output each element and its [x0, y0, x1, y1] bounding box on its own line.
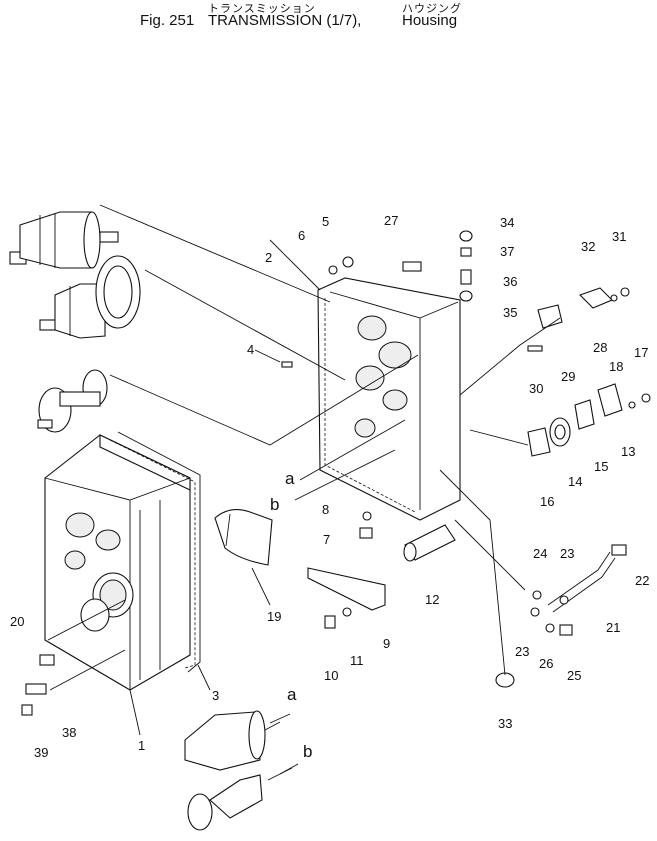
callout-22: 22 [635, 573, 649, 588]
callout-8: 8 [322, 502, 329, 517]
callout-38: 38 [62, 725, 76, 740]
callout-23-lower: 23 [515, 644, 529, 659]
callout-36: 36 [503, 274, 517, 289]
fasteners [21, 230, 651, 716]
shaft-assembly-top [9, 211, 119, 269]
callout-6: 6 [298, 228, 305, 243]
bracket [307, 567, 386, 611]
figure-title: TRANSMISSION (1/7), [208, 12, 362, 29]
callout-31: 31 [612, 229, 626, 244]
callout-23-upper: 23 [560, 546, 574, 561]
subtitle-japanese: ハウジング [402, 2, 462, 15]
cover-plate [578, 287, 613, 309]
callout-32: 32 [581, 239, 595, 254]
callout-11: 11 [350, 653, 364, 668]
shaft-a [184, 710, 281, 771]
reference-letters: a b a b [270, 469, 312, 761]
callout-29: 29 [561, 369, 575, 384]
pipe [547, 551, 616, 613]
square-cover [537, 304, 563, 329]
callout-17: 17 [634, 345, 648, 360]
figure-header: トランスミッション ハウジング Fig. 251 TRANSMISSION (1… [0, 0, 657, 40]
ref-letter-a-shaft: a [287, 685, 297, 704]
transmission-case [44, 434, 191, 691]
ref-letter-b-shaft: b [303, 742, 312, 761]
flange-cover [597, 383, 623, 417]
gear-shaft-third [37, 369, 108, 433]
callout-25: 25 [567, 668, 581, 683]
callout-39: 39 [34, 745, 48, 760]
gasket-square [527, 427, 551, 457]
leader-lines [47, 204, 561, 775]
callout-13: 13 [621, 444, 635, 459]
transmission-housing [317, 277, 461, 521]
callout-7: 7 [323, 532, 330, 547]
ref-letter-a-housing: a [285, 469, 295, 488]
figure-number: Fig. 251 [140, 12, 195, 29]
callout-15: 15 [594, 459, 608, 474]
figure-subtitle: Housing [402, 12, 458, 29]
case-gasket [109, 431, 201, 673]
callout-27: 27 [384, 213, 398, 228]
callout-24: 24 [533, 546, 547, 561]
callout-21: 21 [606, 620, 620, 635]
callout-35: 35 [503, 305, 517, 320]
callout-9: 9 [383, 636, 390, 651]
callout-4: 4 [247, 342, 254, 357]
callout-18: 18 [609, 359, 623, 374]
callout-34: 34 [500, 215, 514, 230]
shaft-assembly-second [39, 255, 141, 339]
bearing-cage [549, 417, 571, 447]
callout-20: 20 [10, 614, 24, 629]
drain-plug [495, 672, 515, 688]
callout-5: 5 [322, 214, 329, 229]
gasket-small [574, 399, 595, 430]
callout-3: 3 [212, 688, 219, 703]
callout-12: 12 [425, 592, 439, 607]
callout-14: 14 [568, 474, 582, 489]
callout-16: 16 [540, 494, 554, 509]
filter-element [403, 524, 456, 562]
callout-26: 26 [539, 656, 553, 671]
callout-19: 19 [267, 609, 281, 624]
callout-labels: 1 2 3 4 5 6 7 8 9 10 11 12 13 14 15 16 1… [10, 213, 649, 760]
callout-28: 28 [593, 340, 607, 355]
callout-33: 33 [498, 716, 512, 731]
callout-30: 30 [529, 381, 543, 396]
callout-37: 37 [500, 244, 514, 259]
callout-2: 2 [265, 250, 272, 265]
callout-10: 10 [324, 668, 338, 683]
shaft-b [187, 767, 293, 831]
half-cover [214, 509, 273, 566]
title-japanese: トランスミッション [208, 2, 316, 15]
ref-letter-b-housing: b [270, 495, 279, 514]
callout-1: 1 [138, 738, 145, 753]
